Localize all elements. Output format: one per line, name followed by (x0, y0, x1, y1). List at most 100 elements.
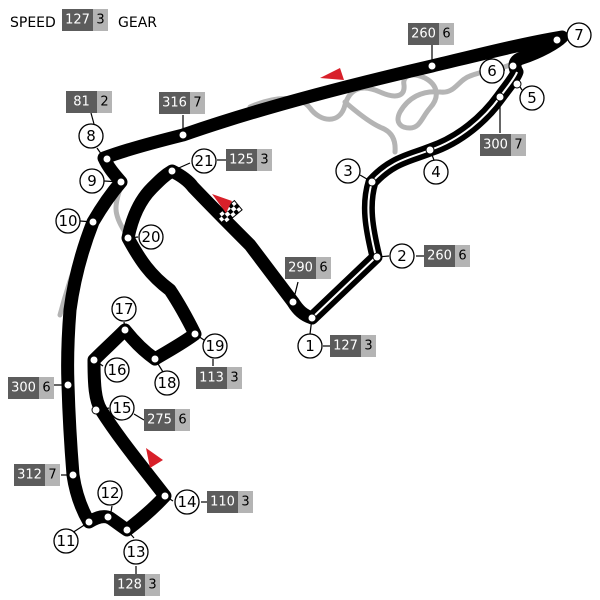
direction-arrow-icon (146, 448, 163, 468)
speed-gear-box-corner-2: 260 6 (424, 245, 470, 267)
marker-dot (102, 154, 112, 164)
corner-14: 14 (174, 489, 200, 515)
marker-dot (367, 177, 377, 187)
marker-dot (508, 61, 518, 71)
gear-value: 6 (442, 27, 450, 42)
corner-11: 11 (53, 528, 79, 554)
corner-12: 12 (97, 480, 123, 506)
legend-speed-label: SPEED (10, 15, 56, 31)
track-outline (61, 30, 569, 537)
legend-gear-value: 3 (96, 13, 104, 28)
corner-4: 4 (423, 159, 449, 185)
marker-dot (122, 525, 132, 535)
runoff-inner-link (342, 99, 398, 155)
speed-gear-box-straight: 300 6 (8, 377, 54, 399)
speed-gear-box-straight: 312 7 (14, 464, 60, 486)
gear-value: 3 (241, 495, 249, 510)
direction-arrow-icon (212, 194, 232, 213)
marker-dot (288, 297, 298, 307)
corner-number: 10 (58, 212, 77, 230)
track-markers (63, 35, 562, 535)
marker-dot (150, 354, 160, 364)
corner-10: 10 (55, 208, 81, 234)
corner-number: 21 (194, 152, 213, 170)
corner-number: 15 (112, 399, 131, 417)
speed-gear-box-straight: 300 7 (480, 134, 526, 156)
marker-dot (63, 380, 73, 390)
legend: SPEED 127 3 GEAR (10, 9, 157, 31)
marker-dot (372, 252, 382, 262)
legend-speed-value: 127 (65, 13, 90, 28)
corner-19: 19 (202, 333, 228, 359)
corner-15: 15 (109, 395, 135, 421)
corner-number: 2 (397, 247, 407, 265)
corner-number: 18 (157, 374, 176, 392)
gear-value: 7 (193, 96, 201, 111)
marker-dot (84, 517, 94, 527)
speed-value: 260 (427, 249, 452, 264)
checkered-flag-icon (215, 199, 243, 226)
corner-number: 13 (126, 543, 145, 561)
gear-value: 3 (364, 339, 372, 354)
gear-value: 6 (42, 381, 50, 396)
corner-number: 9 (87, 172, 97, 190)
speed-gear-box-corner-21: 125 3 (226, 149, 272, 171)
corner-number: 19 (205, 337, 224, 355)
marker-dot (160, 491, 170, 501)
corner-21: 21 (191, 148, 217, 174)
corner-20: 20 (138, 224, 164, 250)
gear-value: 7 (48, 468, 56, 483)
speed-gear-box-straight: 290 6 (285, 257, 331, 279)
marker-dot (307, 313, 317, 323)
speed-gear-box-corner-14: 110 3 (207, 491, 253, 513)
speed-gear-box-corner-8: 81 2 (66, 91, 112, 113)
speed-value: 300 (11, 381, 36, 396)
speed-value: 81 (73, 95, 90, 110)
marker-dot (167, 166, 177, 176)
corner-17: 17 (111, 296, 137, 322)
corner-number: 11 (56, 532, 75, 550)
legend-gear-box (93, 9, 108, 31)
corner-number: 20 (141, 228, 160, 246)
marker-dot (68, 470, 78, 480)
corner-3: 3 (335, 158, 361, 184)
marker-dot (190, 329, 200, 339)
marker-dot (123, 233, 133, 243)
gear-value: 6 (319, 261, 327, 276)
marker-dot (116, 177, 126, 187)
gear-value: 7 (514, 138, 522, 153)
marker-dot (88, 217, 98, 227)
corner-number: 7 (574, 26, 584, 44)
runoff-hairpin-loop (247, 61, 515, 131)
speed-gear-box-corner-13: 128 3 (114, 574, 160, 596)
corner-speed-boxes: 127 3 260 6 81 2 128 3 110 3 275 6 113 3… (66, 91, 470, 596)
corner-1: 1 (297, 333, 323, 359)
speed-value: 300 (483, 138, 508, 153)
speed-value: 127 (333, 339, 358, 354)
speed-gear-box-corner-15: 275 6 (144, 409, 190, 431)
speed-value: 275 (147, 413, 172, 428)
corner-7: 7 (566, 22, 592, 48)
gear-value: 3 (148, 578, 156, 593)
corner-6: 6 (479, 58, 505, 84)
speed-value: 290 (288, 261, 313, 276)
corner-9: 9 (79, 168, 105, 194)
speed-value: 312 (17, 468, 42, 483)
corner-number: 17 (114, 300, 133, 318)
corner-number: 6 (487, 62, 497, 80)
gear-value: 6 (178, 413, 186, 428)
marker-dot (103, 512, 113, 522)
corner-number: 16 (107, 361, 126, 379)
speed-value: 260 (411, 27, 436, 42)
marker-dot (120, 325, 130, 335)
speed-gear-box-straight: 316 7 (159, 92, 205, 114)
corner-2: 2 (389, 243, 415, 269)
gear-value: 6 (458, 249, 466, 264)
marker-dot (178, 130, 188, 140)
marker-dot (512, 79, 522, 89)
corner-number: 12 (100, 484, 119, 502)
marker-dot (427, 61, 437, 71)
speed-gear-box-corner-19: 113 3 (196, 367, 242, 389)
speed-value: 113 (199, 371, 224, 386)
